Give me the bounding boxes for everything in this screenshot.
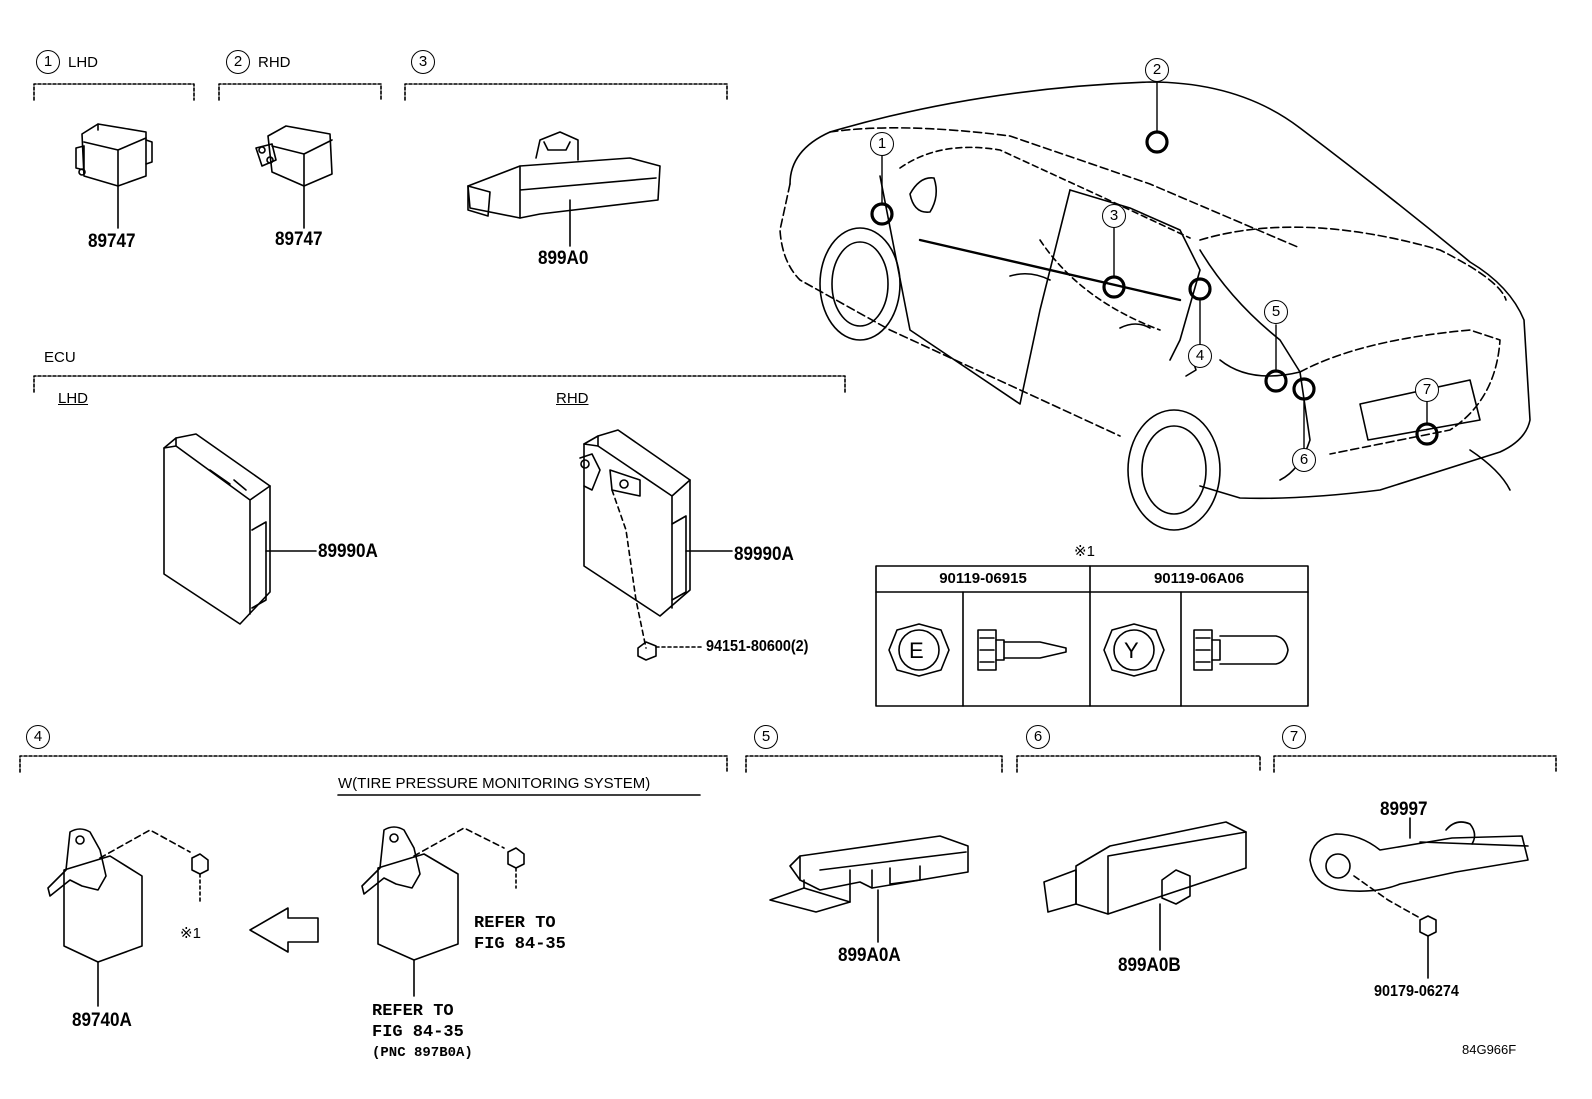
fastener-table-grid [875, 565, 1309, 707]
fastener-col2-header[interactable]: 90119-06A06 [1153, 570, 1245, 587]
bracket-7 [1273, 755, 1557, 773]
ecu-rhd-drawing [579, 429, 733, 661]
ecu-lhd-drawing [163, 433, 317, 625]
ecu-lhd-label: LHD [58, 390, 89, 407]
part-number-2[interactable]: 89747 [275, 229, 323, 250]
refer-a-line2[interactable]: FIG 84-35 [474, 935, 566, 954]
part-number-ecu-rhd[interactable]: 89990A [734, 544, 794, 565]
bolt-e-drawing [977, 629, 1067, 671]
callout-1[interactable]: 1 [36, 50, 60, 74]
bolt-y-drawing [1193, 629, 1289, 671]
bracket-4 [19, 755, 728, 773]
nut-y-drawing [1103, 623, 1165, 677]
bracket-6 [1016, 755, 1261, 773]
part-number-7[interactable]: 89997 [1380, 799, 1428, 820]
sensor-89747-rhd-drawing [255, 125, 333, 229]
tpms-receiver-alt-drawing [361, 826, 525, 997]
sensor-89997-drawing [1309, 817, 1529, 979]
refer-a-line1: REFER TO [474, 914, 556, 933]
vehicle-leader-lines [881, 81, 1428, 449]
part-number-ecu-lhd[interactable]: 89990A [318, 541, 378, 562]
tpms-receiver-89740a-drawing [47, 828, 209, 1007]
refer-b-line3: (PNC 897B0A) [372, 1045, 473, 1061]
bracket-2 [218, 83, 382, 101]
ecu-rhd-label: RHD [556, 390, 589, 407]
vehicle-callout-7[interactable]: 7 [1415, 378, 1439, 402]
callout-7[interactable]: 7 [1282, 725, 1306, 749]
ecu-label: ECU [44, 349, 76, 366]
part-number-nut[interactable]: 94151-80600(2) [706, 638, 809, 655]
nut-mark-y: Y [1124, 638, 1139, 663]
bracket-5 [745, 755, 1003, 773]
vehicle-outline-drawing [779, 81, 1531, 531]
vehicle-location-markers [870, 130, 1439, 446]
vehicle-callout-6[interactable]: 6 [1292, 448, 1316, 472]
fastener-col1-header[interactable]: 90119-06915 [939, 570, 1027, 587]
bracket-1 [33, 83, 195, 101]
vehicle-callout-3[interactable]: 3 [1102, 204, 1126, 228]
refer-b-line1: REFER TO [372, 1002, 454, 1021]
callout-6[interactable]: 6 [1026, 725, 1050, 749]
bracket-ecu [33, 375, 846, 393]
section-1-label: LHD [68, 54, 99, 71]
antenna-899a0-drawing [467, 131, 661, 247]
callout-3[interactable]: 3 [411, 50, 435, 74]
fastener-table-title: ※1 [1074, 543, 1095, 560]
callout-5[interactable]: 5 [754, 725, 778, 749]
bracket-3 [404, 83, 728, 101]
vehicle-callout-5[interactable]: 5 [1264, 300, 1288, 324]
antenna-899a0b-drawing [1043, 821, 1247, 951]
part-number-3[interactable]: 899A0 [538, 248, 589, 269]
vehicle-callout-2[interactable]: 2 [1145, 58, 1169, 82]
tpms-note: W(TIRE PRESSURE MONITORING SYSTEM) [338, 775, 651, 792]
nut-mark-e: E [909, 638, 924, 663]
part-number-4[interactable]: 89740A [72, 1010, 132, 1031]
antenna-899a0a-drawing [769, 835, 969, 943]
part-number-1[interactable]: 89747 [88, 231, 136, 252]
section-2-label: RHD [258, 54, 291, 71]
part-number-5[interactable]: 899A0A [838, 945, 901, 966]
vehicle-callout-1[interactable]: 1 [870, 132, 894, 156]
refer-b-line2[interactable]: FIG 84-35 [372, 1023, 464, 1042]
direction-arrow [249, 907, 319, 953]
sensor-89747-lhd-drawing [75, 123, 153, 229]
part-number-7-bolt[interactable]: 90179-06274 [1374, 983, 1459, 1000]
star-ref-1: ※1 [180, 925, 201, 942]
figure-id: 84G966F [1462, 1042, 1517, 1057]
vehicle-callout-4[interactable]: 4 [1188, 344, 1212, 368]
part-number-6[interactable]: 899A0B [1118, 955, 1181, 976]
callout-4[interactable]: 4 [26, 725, 50, 749]
nut-e-drawing [888, 623, 950, 677]
callout-2[interactable]: 2 [226, 50, 250, 74]
